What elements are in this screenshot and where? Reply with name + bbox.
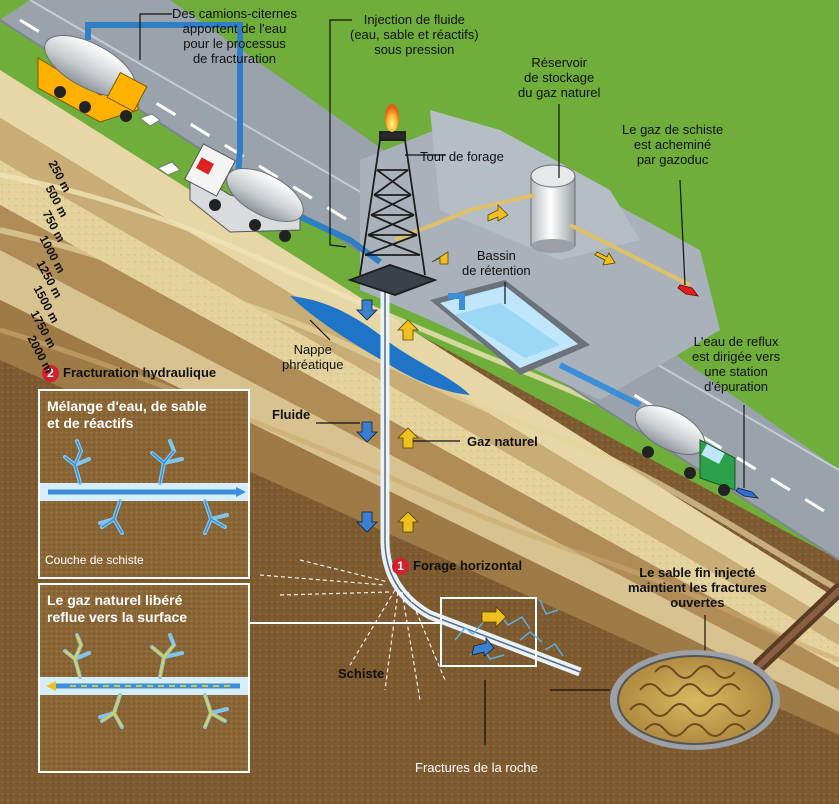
callout-line (250, 622, 442, 624)
drilling-derrick (347, 131, 438, 296)
label-fractures: Fractures de la roche (415, 760, 538, 775)
inset-gas-release: Le gaz naturel libéré reflue vers la sur… (38, 583, 250, 773)
label-pipeline: Le gaz de schiste est acheminé par gazod… (622, 122, 724, 167)
label-groundwater: Nappe phréatique (282, 342, 344, 372)
inset2-title: Le gaz naturel libéré reflue vers la sur… (47, 592, 188, 625)
well-bore (380, 280, 582, 677)
gas-pipeline-arrow (677, 284, 699, 297)
retention-basin (430, 280, 590, 375)
label-tower: Tour de forage (420, 149, 504, 164)
tanker-truck-bottom (634, 405, 736, 496)
label-horizontal-text: Forage horizontal (413, 558, 523, 573)
gas-flare (385, 104, 399, 132)
fracture-zone-box (440, 597, 537, 667)
label-horizontal: 1 Forage horizontal (392, 558, 523, 576)
label-shale: Schiste (338, 666, 385, 681)
label-reservoir: Réservoir de stockage du gaz naturel (518, 55, 601, 100)
inset1-title: Mélange d'eau, de sable et de réactifs (47, 398, 207, 431)
label-fluid: Fluide (272, 407, 311, 422)
tanker-truck-middle (184, 143, 304, 242)
fluid-arrow (356, 299, 378, 533)
inset-fluid-injection: Mélange d'eau, de sable et de réactifs C… (38, 389, 250, 579)
groundwater-aquifer (290, 296, 470, 395)
gas-reservoir (530, 164, 576, 253)
shale-layer-label: Couche de schiste (45, 553, 144, 567)
panel-title: 2 Fracturation hydraulique (42, 365, 217, 383)
natural-gas-arrow (397, 204, 616, 628)
sand-grains (629, 665, 751, 737)
panel-title-text: Fracturation hydraulique (63, 365, 217, 380)
label-trucks: Des camions-citernes apportent de l'eau … (172, 6, 297, 66)
label-sand: Le sable fin injecté maintient les fract… (628, 565, 767, 610)
label-injection: Injection de fluide (eau, sable et réact… (350, 12, 479, 57)
label-flowback: L'eau de reflux est dirigée vers une sta… (692, 334, 781, 394)
label-basin: Bassin de rétention (462, 248, 531, 278)
label-natural-gas: Gaz naturel (467, 434, 538, 449)
tanker-truck-top (37, 35, 148, 123)
badge-two: 2 (42, 365, 59, 383)
badge-one: 1 (392, 558, 409, 576)
